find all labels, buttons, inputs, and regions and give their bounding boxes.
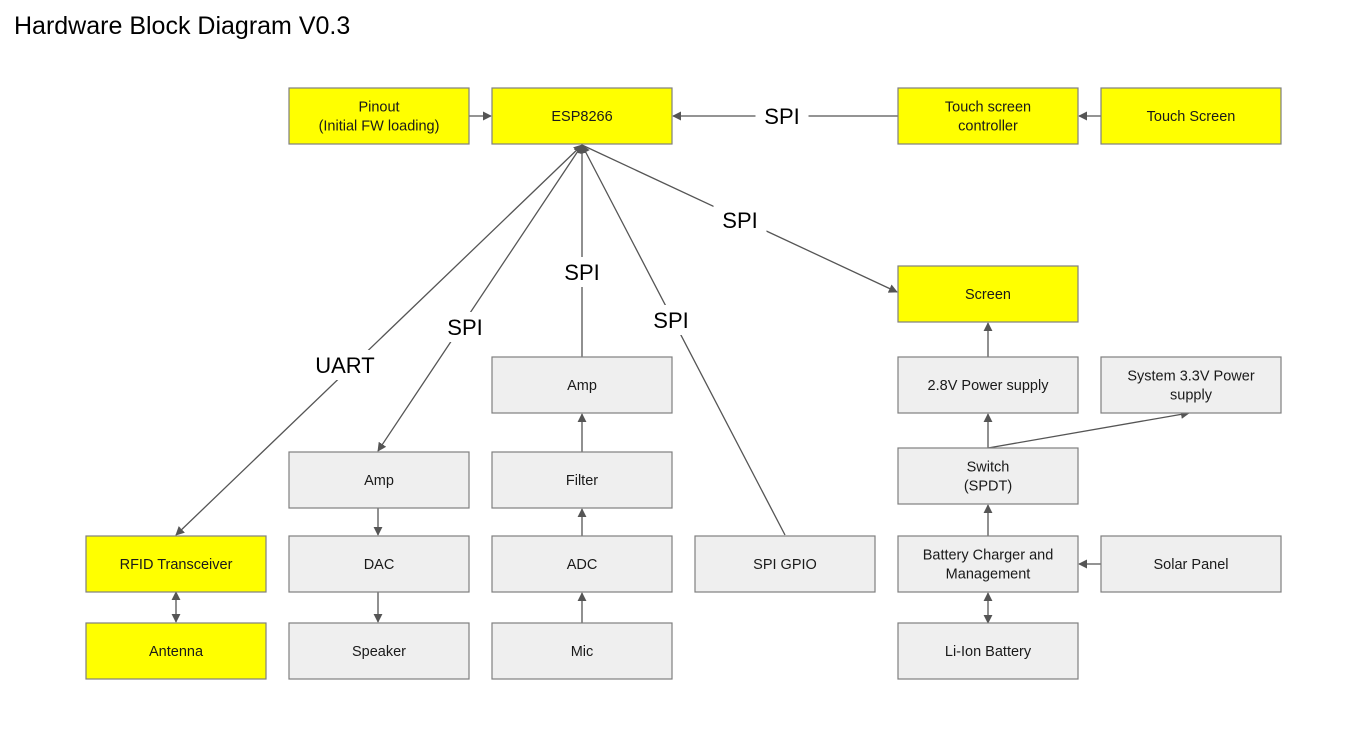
block-psu-28: 2.8V Power supply [897,356,1079,414]
bus-label-uart: UART [315,353,375,378]
block-label: Battery Charger and [923,548,1054,564]
block-dac: DAC [288,535,470,593]
block-filter: Filter [491,451,673,509]
block-rect [1100,535,1282,593]
block-label: Li-Ion Battery [945,644,1032,660]
block-rect [85,622,267,680]
label-background [713,205,767,235]
block-label: RFID Transceiver [120,557,233,573]
block-pinout: Pinout (Initial FW loading) [288,87,470,145]
block-rect [491,87,673,145]
block-rect [1100,356,1282,414]
block-label: SPI GPIO [753,557,817,573]
block-rect [288,622,470,680]
block-label: DAC [364,557,395,573]
block-antenna: Antenna [85,622,267,680]
block-rect [694,535,876,593]
bus-label-spi-amp-out: SPI [447,315,482,340]
block-rect [491,622,673,680]
block-rect [897,87,1079,145]
block-rect [288,87,470,145]
block-label: Filter [566,473,598,489]
block-rect [1100,87,1282,145]
block-label: Screen [965,287,1011,303]
block-screen: Screen [897,265,1079,323]
bus-label-spi-screen: SPI [722,208,757,233]
block-label: (SPDT) [964,479,1012,495]
page-title: Hardware Block Diagram V0.3 [14,12,351,40]
block-psu-33: System 3.3V Power supply [1100,356,1282,414]
block-label: controller [958,119,1018,135]
bus-label-spi-amp-in: SPI [564,260,599,285]
block-rect [897,622,1079,680]
block-mic: Mic [491,622,673,680]
block-label: Touch screen [945,100,1031,116]
block-battery: Li-Ion Battery [897,622,1079,680]
block-rect [85,535,267,593]
block-label: Amp [567,378,597,394]
block-label: Pinout [358,100,399,116]
block-label: Amp [364,473,394,489]
block-rect [897,535,1079,593]
label-background [312,350,378,380]
label-background [555,257,609,287]
block-touch-screen: Touch Screen [1100,87,1282,145]
block-label: (Initial FW loading) [319,119,440,135]
block-rect [491,356,673,414]
block-solar: Solar Panel [1100,535,1282,593]
connector-switch-psu33 [987,409,1190,449]
block-label: Touch Screen [1147,109,1236,125]
bus-label-spi-gpio: SPI [653,308,688,333]
block-label: Switch [967,460,1010,476]
block-rfid: RFID Transceiver [85,535,267,593]
label-background [644,305,698,335]
block-switch: Switch (SPDT) [897,447,1079,505]
block-label: ESP8266 [551,109,612,125]
block-label: System 3.3V Power [1127,369,1254,385]
block-rect [288,451,470,509]
block-rect [897,265,1079,323]
label-background [755,101,809,131]
block-touch-controller: Touch screen controller [897,87,1079,145]
block-label: Management [946,567,1031,583]
block-rect [491,451,673,509]
block-amp-in: Amp [491,356,673,414]
bus-label-spi-touch: SPI [764,104,799,129]
block-label: Antenna [149,644,204,660]
block-rect [897,356,1079,414]
label-background [438,312,492,342]
block-label: Solar Panel [1154,557,1229,573]
connector-rfid-esp [175,144,583,536]
block-label: 2.8V Power supply [928,378,1050,394]
block-label: supply [1170,388,1213,404]
block-adc: ADC [491,535,673,593]
block-label: Speaker [352,644,406,660]
block-speaker: Speaker [288,622,470,680]
block-amp-out: Amp [288,451,470,509]
block-label: Mic [571,644,594,660]
block-rect [288,535,470,593]
block-esp8266: ESP8266 [491,87,673,145]
block-spi-gpio: SPI GPIO [694,535,876,593]
block-rect [491,535,673,593]
block-label: ADC [567,557,598,573]
connector-esp-spigpio [581,144,786,536]
block-rect [897,447,1079,505]
